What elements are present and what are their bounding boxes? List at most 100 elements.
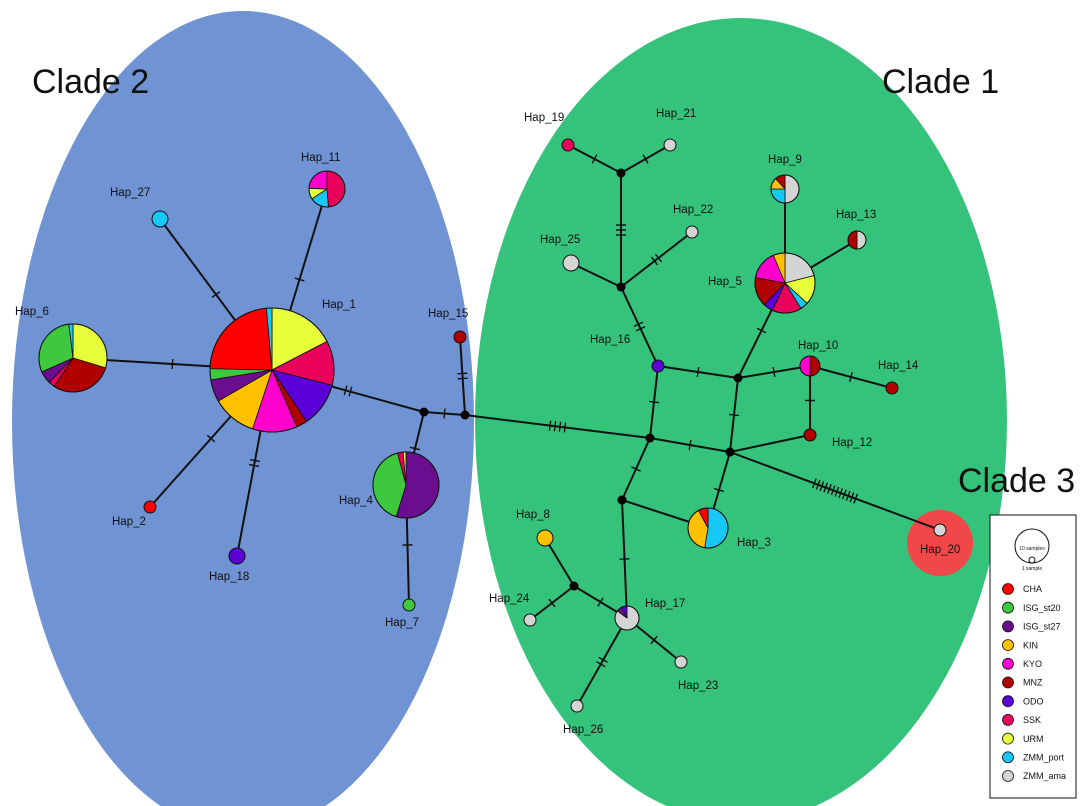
haplotype-node (885, 381, 899, 395)
haplotype-node (523, 613, 537, 627)
mutation-tick (548, 420, 552, 431)
haplotype-slice (143, 500, 157, 514)
clade3-region (907, 510, 973, 576)
legend-swatch (1002, 732, 1014, 745)
legend-swatch (1002, 620, 1014, 633)
mutation-tick (457, 377, 468, 380)
haplotype-slice (523, 613, 537, 627)
haplotype-node (228, 547, 246, 565)
haplotype-node (151, 210, 169, 228)
mutation-tick (815, 479, 821, 490)
haplotype-node (38, 323, 108, 393)
legend-label: URM (1023, 734, 1044, 744)
mutation-tick (635, 326, 646, 332)
median-vector-node (645, 433, 655, 443)
median-vector-node (616, 282, 626, 292)
haplotype-node (372, 451, 440, 519)
mutation-tick (819, 481, 825, 492)
mutation-tick (714, 487, 724, 493)
haplotype-outline (687, 507, 729, 549)
haplotype-label: Hap_23 (678, 680, 718, 692)
haplotype-node (803, 428, 817, 442)
haplotype-label: Hap_27 (110, 187, 150, 199)
mutation-tick (596, 661, 606, 668)
legend-label: KYO (1023, 659, 1042, 669)
haplotype-outline (308, 170, 346, 208)
haplotype-node (687, 507, 729, 549)
haplotype-slice (228, 547, 246, 565)
median-vector-node (569, 581, 579, 591)
mutation-tick (633, 321, 644, 327)
legend: 10 samples 1 sample CHAISG_st20ISG_st27K… (989, 514, 1077, 799)
haplotype-label: Hap_11 (301, 152, 340, 164)
median-vector-node (733, 373, 743, 383)
haplotype-node (663, 138, 677, 152)
network-edge (729, 434, 811, 453)
mutation-tick (248, 463, 260, 468)
mutation-tick (849, 371, 853, 383)
haplotype-label: Hap_20 (920, 544, 960, 556)
legend-swatch (1002, 657, 1014, 670)
haplotype-label: Hap_3 (737, 537, 771, 549)
haplotype-node (651, 359, 665, 373)
network-edge (620, 231, 693, 288)
mutation-tick (696, 366, 700, 378)
mutation-tick (294, 277, 305, 282)
haplotype-slice (885, 381, 899, 395)
haplotype-slice (685, 225, 699, 239)
haplotype-node (685, 225, 699, 239)
haplotype-label: Hap_18 (209, 571, 249, 583)
haplotype-node (570, 699, 584, 713)
mutation-tick (849, 492, 855, 503)
legend-swatch (1002, 639, 1014, 651)
mutation-tick (443, 408, 446, 419)
haplotype-node (143, 500, 157, 514)
clade3-label: Clade 3 (958, 462, 1075, 500)
legend-label: MNZ (1023, 678, 1043, 688)
legend-swatch (1002, 751, 1014, 764)
haplotype-slice (562, 254, 580, 272)
mutation-tick (597, 597, 604, 607)
mutation-tick (728, 413, 740, 417)
median-vector-node (616, 168, 626, 178)
mutation-tick (654, 253, 663, 263)
mutation-tick (591, 154, 598, 164)
network-edge (576, 617, 628, 707)
legend-label: ZMM_port (1023, 753, 1065, 763)
mutation-tick (648, 400, 660, 404)
mutation-tick (650, 256, 659, 266)
clade2-label: Clade 2 (32, 63, 149, 101)
network-edge (729, 451, 941, 531)
haplotype-label: Hap_19 (524, 112, 564, 124)
haplotype-label: Hap_26 (563, 724, 603, 736)
legend-swatch (1002, 770, 1014, 782)
haplotype-node (847, 230, 867, 250)
mutation-tick (548, 598, 556, 608)
network-edge (459, 336, 466, 416)
mutation-tick (249, 458, 261, 463)
mutation-tick (409, 446, 421, 451)
haplotype-node (536, 529, 554, 547)
haplotype-slice (663, 138, 677, 152)
legend-swatch (1002, 583, 1014, 595)
haplotype-label: Hap_16 (590, 334, 630, 346)
haplotype-label: Hap_14 (878, 360, 919, 372)
haplotype-node (209, 307, 335, 433)
haplotype-node (308, 170, 346, 208)
haplotype-label: Hap_2 (112, 516, 146, 528)
haplotype-label: Hap_17 (645, 598, 685, 610)
haplotype-label: Hap_12 (832, 437, 872, 449)
haplotype-label: Hap_4 (339, 495, 373, 507)
haplotype-node (754, 252, 816, 314)
legend-swatch (1002, 676, 1014, 689)
haplotype-slice (933, 523, 947, 537)
haplotype-slice (402, 598, 416, 612)
median-vector-node (617, 495, 627, 505)
haplotype-slice (674, 655, 688, 669)
haplotype-label: Hap_8 (516, 509, 550, 521)
legend-label: CHA (1023, 584, 1042, 594)
haplotype-label: Hap_15 (428, 308, 468, 320)
legend-label: ISG_st27 (1023, 622, 1061, 632)
haplotype-label: Hap_1 (322, 299, 356, 311)
network-edge (620, 286, 659, 367)
